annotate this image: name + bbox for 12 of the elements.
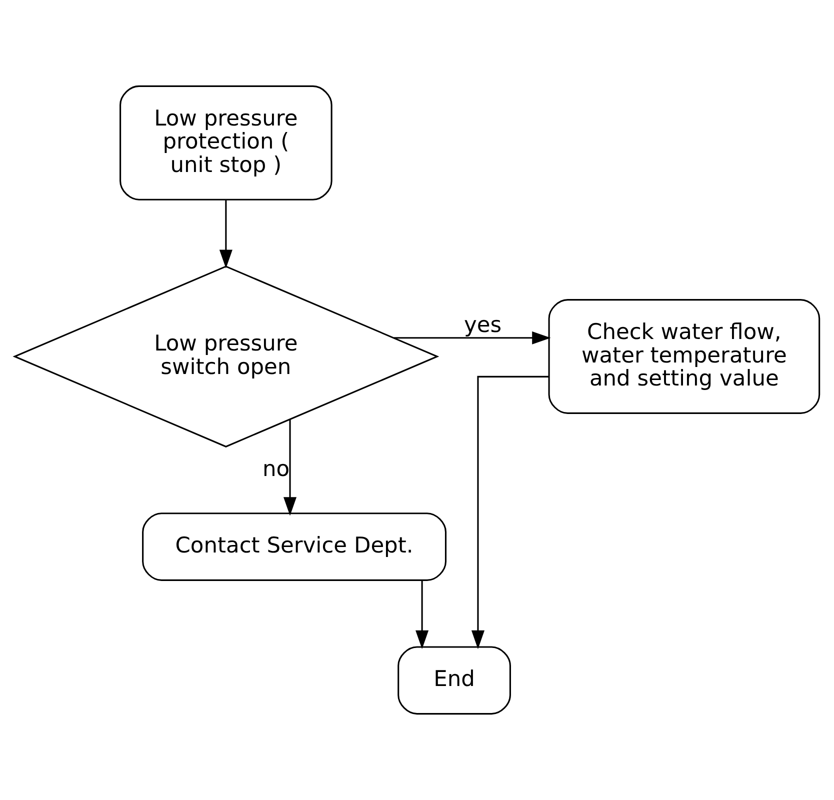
node-box: End	[398, 646, 511, 715]
node-box: Check water flow, water temperature and setting value	[548, 299, 820, 414]
node-diamond: Low pressure switch open	[12, 266, 440, 448]
arrow	[283, 419, 297, 516]
arrow	[416, 580, 429, 650]
arrow	[394, 331, 551, 344]
node-box: Low pressure protection ( unit stop )	[120, 85, 332, 200]
arrow	[471, 376, 549, 650]
edge-label: yes	[464, 312, 502, 338]
edge-label: no	[262, 456, 290, 482]
node-box: Contact Service Dept.	[142, 512, 447, 581]
arrow	[219, 200, 232, 268]
